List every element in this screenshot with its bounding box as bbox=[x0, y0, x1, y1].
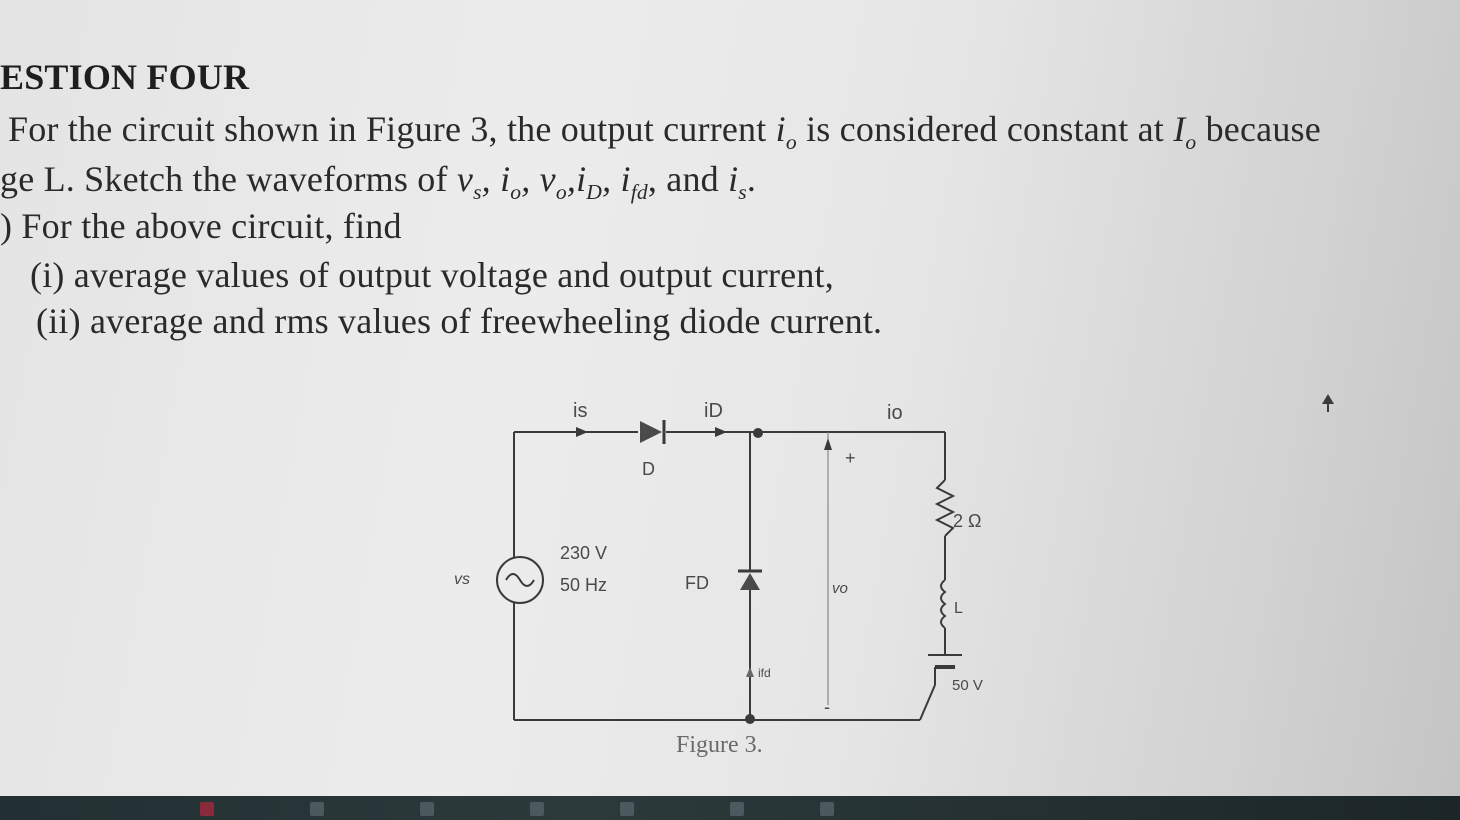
label-iD: iD bbox=[704, 400, 723, 422]
question-line-2: ge L. Sketch the waveforms of vs, io, vo… bbox=[0, 159, 757, 205]
label-D: D bbox=[642, 459, 655, 479]
label-source-voltage: 230 V bbox=[560, 543, 607, 563]
label-source-freq: 50 Hz bbox=[560, 575, 607, 595]
taskbar-app-icon[interactable] bbox=[310, 802, 324, 816]
mouse-cursor-icon bbox=[1322, 394, 1334, 412]
taskbar-app-icon[interactable] bbox=[620, 802, 634, 816]
arrow-vo bbox=[824, 438, 832, 450]
taskbar-app-icon[interactable] bbox=[420, 802, 434, 816]
label-is: is bbox=[573, 400, 587, 422]
label-vo: vo bbox=[832, 580, 848, 597]
taskbar-app-icon[interactable] bbox=[820, 802, 834, 816]
battery-symbol bbox=[928, 654, 962, 669]
arrow-is bbox=[576, 427, 588, 437]
resistor-zigzag bbox=[934, 479, 956, 537]
diode-d-symbol bbox=[640, 420, 666, 444]
taskbar bbox=[0, 796, 1460, 820]
right-wire-corner bbox=[919, 684, 936, 721]
figure-caption: Figure 3. bbox=[676, 732, 763, 758]
label-battery: 50 V bbox=[952, 677, 983, 694]
label-ifd: ifd bbox=[758, 666, 771, 680]
label-L: L bbox=[954, 600, 963, 617]
diode-fd-symbol bbox=[738, 569, 762, 590]
label-FD: FD bbox=[685, 573, 709, 593]
taskbar-app-icon[interactable] bbox=[730, 802, 744, 816]
taskbar-app-icon[interactable] bbox=[530, 802, 544, 816]
question-heading: ESTION FOUR bbox=[0, 57, 250, 97]
question-sub-ii: (ii) average and rms values of freewheel… bbox=[36, 301, 883, 341]
ac-source-symbol bbox=[496, 556, 544, 604]
question-part-b: ) For the above circuit, find bbox=[0, 206, 402, 246]
inductor-coil bbox=[940, 579, 947, 629]
node-bottom bbox=[745, 714, 755, 724]
question-line-1: For the circuit shown in Figure 3, the o… bbox=[8, 109, 1321, 155]
circuit-diagram: is iD io D + - 2 Ω 230 V 50 Hz vs FD vo … bbox=[454, 400, 983, 724]
label-io: io bbox=[887, 402, 903, 424]
label-plus: + bbox=[845, 448, 856, 468]
arrow-ifd bbox=[746, 667, 754, 677]
taskbar-app-icon[interactable] bbox=[200, 802, 214, 816]
node-top bbox=[753, 428, 763, 438]
question-sub-i: (i) average values of output voltage and… bbox=[30, 255, 834, 295]
label-minus: - bbox=[824, 697, 830, 717]
arrow-iD bbox=[715, 427, 727, 437]
label-resistor: 2 Ω bbox=[953, 511, 981, 531]
label-vs: vs bbox=[454, 571, 470, 588]
